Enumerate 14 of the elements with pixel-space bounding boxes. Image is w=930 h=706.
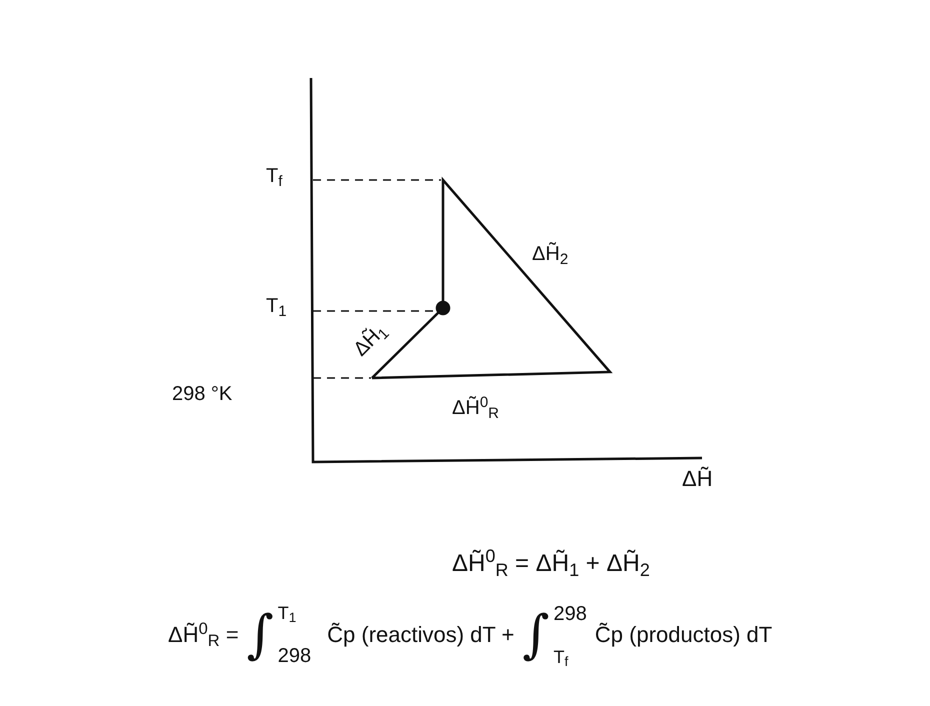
- equation: ΔH̃$^{0}$$_{R}$ =: [168, 624, 239, 646]
- axis-label: ΔH̃: [682, 468, 713, 490]
- equation: C̃p (productos) dT: [594, 624, 772, 646]
- integral-sign: ∫: [522, 609, 550, 661]
- axis-tick-label: T$_{f}$: [266, 166, 282, 186]
- integral-limit: T$_{1}$: [278, 604, 298, 622]
- integral-limit: T$_{f}$: [554, 648, 570, 666]
- segment-label: ΔH̃$_{2}$: [532, 244, 568, 264]
- equation: C̃p (reactivos) dT +: [327, 624, 514, 646]
- axis-tick-label: 298 °K: [172, 384, 232, 404]
- integral-sign: ∫: [246, 609, 274, 661]
- integral-limit: 298: [554, 604, 587, 624]
- integral-limit: 298: [278, 646, 312, 666]
- axis-tick-label: T$_{1}$: [266, 296, 287, 316]
